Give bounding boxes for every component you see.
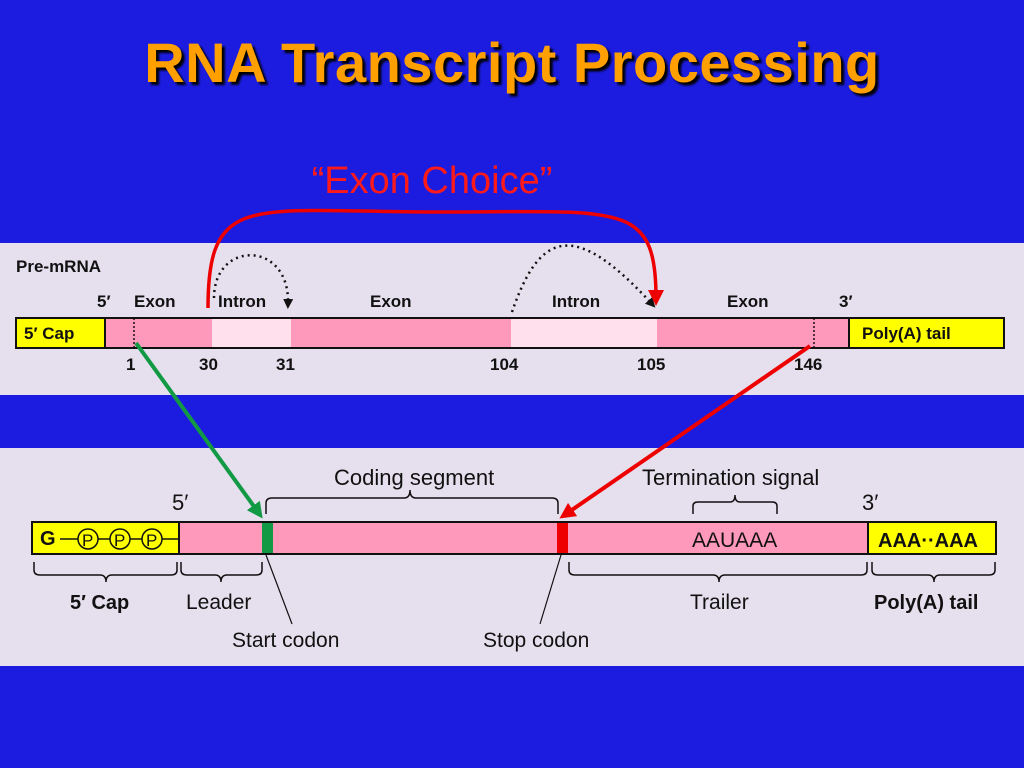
start-codon-pointer xyxy=(265,554,293,625)
trailer-brace xyxy=(568,562,868,583)
polya-sequence: AAA··AAA xyxy=(878,530,978,552)
mrna-5prime-label: 5′ xyxy=(172,490,188,515)
pre-mrna-intron-1-label: Intron xyxy=(218,292,266,311)
pre-mrna-intron-2-block xyxy=(511,319,657,347)
pre-mrna-strand xyxy=(15,317,1005,349)
mrna-panel xyxy=(0,448,1024,666)
exon-choice-arrow xyxy=(206,208,664,309)
pre-mrna-3prime-label: 3′ xyxy=(839,292,853,311)
pre-mrna-polya-label: Poly(A) tail xyxy=(862,324,951,343)
termination-signal-label: Termination signal xyxy=(642,465,819,490)
position-label-105: 105 xyxy=(637,355,665,374)
phosphate-label-2: P xyxy=(114,531,125,550)
pre-mrna-5prime-label: 5′ xyxy=(97,292,111,311)
pre-mrna-intron-1-block xyxy=(212,319,291,347)
trailer-label: Trailer xyxy=(690,591,749,614)
position-label-146: 146 xyxy=(794,355,822,374)
pre-mrna-cap-block xyxy=(17,319,105,347)
pre-mrna-exon-3-label: Exon xyxy=(727,292,769,311)
mrna-3prime-label: 3′ xyxy=(862,490,878,515)
stop-codon-block xyxy=(557,523,568,553)
coding-segment-label: Coding segment xyxy=(334,465,494,490)
stop-codon-mapping-arrow xyxy=(559,344,812,519)
pre-mrna-exon-1-label: Exon xyxy=(134,292,176,311)
leader-label: Leader xyxy=(186,591,251,614)
stop-codon-label: Stop codon xyxy=(483,629,589,652)
stop-codon-pointer xyxy=(539,554,562,625)
polya-brace xyxy=(871,562,996,583)
splice-arc-intron-1 xyxy=(212,254,294,309)
pre-mrna-polya-block xyxy=(849,319,1003,347)
start-codon-block xyxy=(262,523,273,553)
leader-brace xyxy=(180,562,263,583)
pre-mrna-exon-2-label: Exon xyxy=(370,292,412,311)
position-label-104: 104 xyxy=(490,355,519,374)
cap-guanine-label: G xyxy=(40,528,56,550)
mrna-cap-label: 5′ Cap xyxy=(70,592,129,614)
mrna-strand xyxy=(31,521,997,555)
phosphate-label-3: P xyxy=(146,531,157,550)
exon-choice-label: “Exon Choice” xyxy=(311,160,553,202)
termination-sequence: AAUAAA xyxy=(692,529,777,552)
start-codon-label: Start codon xyxy=(232,629,339,652)
pre-mrna-cap-label: 5′ Cap xyxy=(24,324,74,343)
coding-segment-bracket xyxy=(265,489,559,514)
cap-brace xyxy=(33,562,178,583)
termination-signal-bracket xyxy=(692,494,778,514)
position-label-1: 1 xyxy=(126,355,135,374)
slide-title: RNA Transcript Processing xyxy=(144,31,880,94)
pre-mrna-intron-2-label: Intron xyxy=(552,292,600,311)
start-codon-mapping-arrow xyxy=(134,341,263,519)
mrna-polya-label: Poly(A) tail xyxy=(874,592,978,614)
position-label-30: 30 xyxy=(199,355,218,374)
phosphate-label-1: P xyxy=(82,531,93,550)
mrna-polya-block xyxy=(868,523,995,553)
position-label-31: 31 xyxy=(276,355,295,374)
pre-mrna-heading: Pre-mRNA xyxy=(16,257,101,276)
